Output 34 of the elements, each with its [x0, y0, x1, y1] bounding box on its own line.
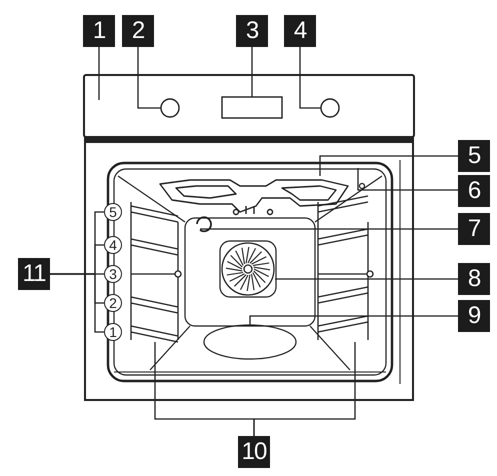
callout-number: 5 — [458, 140, 490, 172]
shelf-level-number: 3 — [104, 265, 122, 283]
bottom-heater-ellipse — [203, 324, 297, 360]
shelf-support-drawing — [317, 195, 374, 341]
callout-number: 6 — [458, 175, 490, 207]
callout-number: 3 — [236, 15, 268, 47]
display-window — [221, 96, 283, 119]
leader-line — [253, 342, 356, 436]
callout-number: 8 — [458, 263, 490, 295]
callout-number: 9 — [458, 300, 490, 332]
fan-drawing — [221, 242, 275, 296]
shelf-level-number: 4 — [104, 236, 122, 254]
callout-number: 10 — [238, 436, 270, 468]
callout-number: 7 — [458, 213, 490, 245]
shelf-level-number: 2 — [104, 294, 122, 312]
shelf-level-number: 1 — [104, 323, 122, 341]
control-knob — [160, 98, 180, 118]
heating-element-drawing — [159, 179, 349, 216]
leader-line — [137, 47, 161, 109]
leader-line — [319, 155, 458, 176]
leader-line — [249, 315, 458, 325]
control-knob — [320, 98, 340, 118]
leader-line — [357, 168, 458, 191]
callout-number: 1 — [83, 15, 115, 47]
shelf-level-number: 5 — [104, 203, 122, 221]
leader-line — [200, 228, 458, 230]
callout-number: 2 — [122, 15, 154, 47]
leader-line — [299, 47, 321, 109]
leader-line — [98, 47, 100, 100]
leader-line — [50, 273, 104, 333]
shelf-support-drawing — [130, 201, 182, 343]
callout-number: 4 — [284, 15, 316, 47]
leader-line — [251, 47, 253, 97]
callout-number: 11 — [18, 258, 50, 290]
